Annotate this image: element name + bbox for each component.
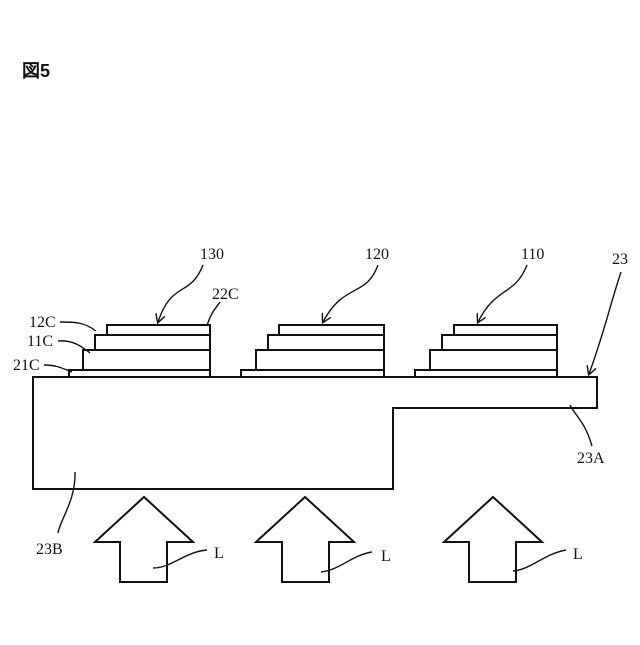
leader-22c: [207, 302, 220, 326]
layer-11c: [83, 350, 210, 370]
leader-23a: [570, 405, 592, 446]
light-arrow-left: [95, 497, 193, 582]
substrate-23: [33, 377, 597, 489]
label-12c: 12C: [29, 314, 56, 331]
light-arrow-right: [444, 497, 542, 582]
label-l-left: L: [214, 545, 224, 562]
label-21c: 21C: [13, 357, 40, 374]
figure-title: 図5: [22, 61, 50, 81]
layer-12c: [95, 335, 210, 350]
layer-top: [454, 325, 557, 335]
leader-120: [323, 265, 378, 322]
label-11c: 11C: [27, 333, 53, 350]
label-l-right: L: [573, 546, 583, 563]
layer-22c: [107, 325, 210, 335]
leader-l-right: [513, 550, 566, 571]
layer-upper: [268, 335, 384, 350]
layer-upper: [442, 335, 557, 350]
label-l-middle: L: [381, 548, 391, 565]
layer-bottom: [415, 370, 557, 377]
label-23a: 23A: [577, 450, 605, 467]
layer-middle: [430, 350, 557, 370]
label-23b: 23B: [36, 541, 63, 558]
layer-middle: [256, 350, 384, 370]
leader-110: [478, 265, 527, 322]
layer-bottom: [241, 370, 384, 377]
element-110-stack: [415, 325, 557, 377]
label-23: 23: [612, 251, 628, 268]
label-130: 130: [200, 246, 224, 263]
leader-130: [158, 265, 203, 322]
element-120-stack: [241, 325, 384, 377]
layer-21c: [69, 370, 210, 377]
leader-23: [589, 272, 621, 374]
layer-top: [279, 325, 384, 335]
label-120: 120: [365, 246, 389, 263]
leader-12c: [60, 322, 96, 331]
element-130-stack: [69, 325, 210, 377]
label-110: 110: [521, 246, 544, 263]
light-arrow-middle: [256, 497, 354, 582]
leader-21c: [44, 365, 72, 372]
label-22c: 22C: [212, 286, 239, 303]
